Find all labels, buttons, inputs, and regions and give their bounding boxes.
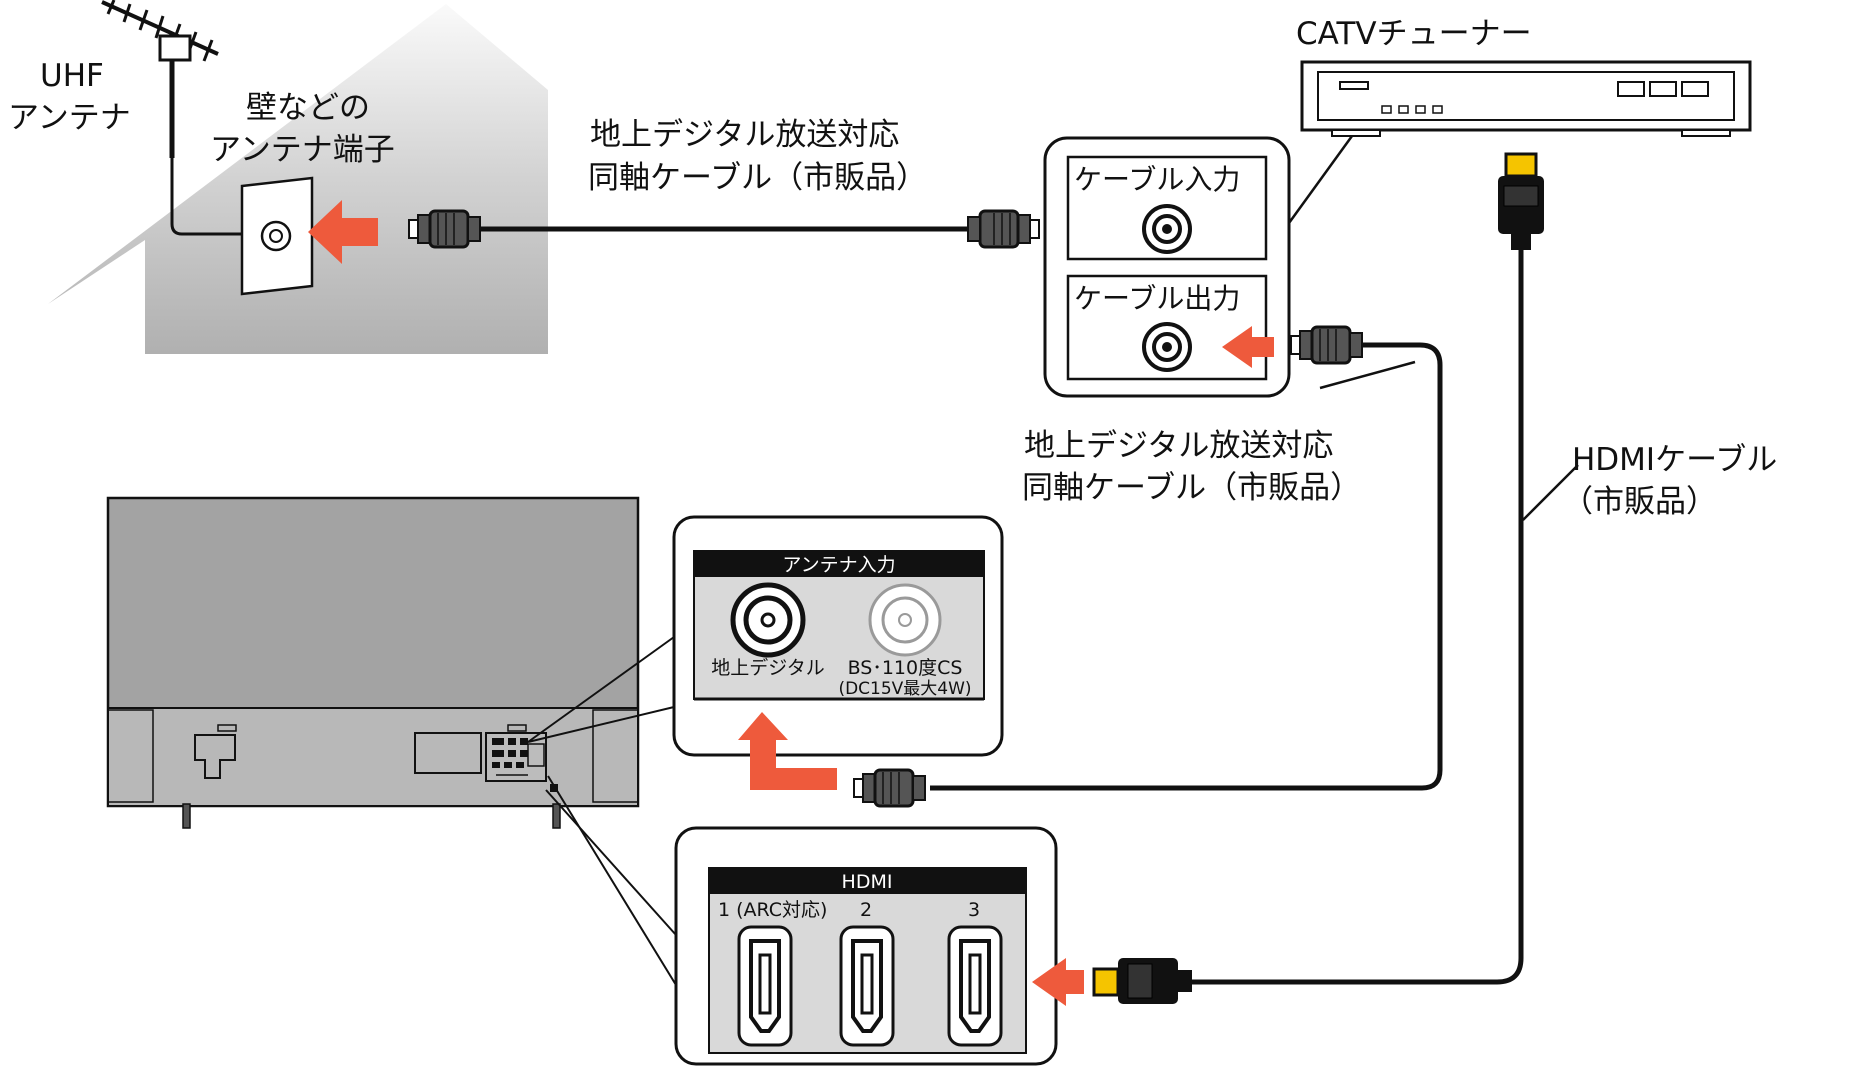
bs-cs-label-line1: BS･110度CS [848, 657, 963, 679]
arrow-icon [308, 200, 378, 264]
coax-top-label-line2: 同軸ケーブル（市販品） [588, 160, 927, 196]
hdmi-panel [674, 826, 1058, 1066]
tuner-port-panel [1043, 136, 1291, 398]
hdmi-port-3-icon [947, 925, 1003, 1047]
callout-line [545, 789, 677, 936]
tv-back-icon [106, 496, 640, 829]
coax-cable-mid [852, 325, 1443, 808]
catv-tuner-label: CATVチューナー [1296, 16, 1532, 52]
coax-mid-label-line1: 地上デジタル放送対応 [1024, 428, 1333, 464]
hdmi-header: HDMI [842, 871, 893, 893]
wall-terminal-label-line2: アンテナ端子 [210, 132, 395, 168]
uhf-label-line2: アンテナ [8, 100, 131, 136]
hdmi-plug-icon [1498, 152, 1544, 250]
wall-terminal-label-line1: 壁などの [246, 90, 370, 126]
bs-cs-label-line2: (DC15V最大4W) [838, 679, 971, 699]
hdmi-cable-label-line1: HDMIケーブル [1572, 442, 1777, 478]
hdmi-port-2-icon [839, 925, 895, 1047]
cable-in-label: ケーブル入力 [1074, 163, 1240, 196]
callout-line [1287, 135, 1354, 224]
hdmi-port-3-label: 3 [968, 899, 980, 921]
coax-top-label-line1: 地上デジタル放送対応 [590, 117, 899, 153]
wall-terminal-icon [240, 176, 314, 296]
terrestrial-port-icon [730, 582, 806, 658]
catv-tuner-icon [1300, 60, 1752, 137]
antenna-input-panel [672, 515, 1004, 757]
hdmi-plug-icon [1092, 958, 1192, 1004]
arrow-icon [738, 712, 837, 790]
uhf-antenna-icon [101, 0, 244, 236]
antenna-input-header: アンテナ入力 [782, 554, 895, 576]
hdmi-port-1-icon [737, 925, 793, 1047]
coax-cable-top [407, 209, 1041, 249]
callout-line [527, 706, 675, 743]
hdmi-cable [1190, 248, 1524, 985]
callout-line [1522, 464, 1579, 521]
cable-out-label: ケーブル出力 [1074, 282, 1240, 315]
callout-line [1319, 360, 1416, 390]
cable-out-port-icon [1142, 322, 1192, 372]
coax-mid-label-line2: 同軸ケーブル（市販品） [1022, 470, 1361, 506]
cable-in-port-icon [1142, 204, 1192, 254]
uhf-label-line1: UHF [40, 58, 104, 94]
arrow-icon [1222, 326, 1274, 368]
terrestrial-label: 地上デジタル [711, 657, 825, 679]
callout-line [547, 775, 677, 986]
bs-cs-port-icon [868, 583, 942, 657]
hdmi-cable-label-line2: （市販品） [1562, 484, 1717, 520]
hdmi-port-2-label: 2 [860, 899, 872, 921]
arrow-icon [1032, 958, 1084, 1006]
hdmi-port-1-label: 1 (ARC対応) [718, 899, 827, 921]
callout-line [527, 636, 675, 743]
